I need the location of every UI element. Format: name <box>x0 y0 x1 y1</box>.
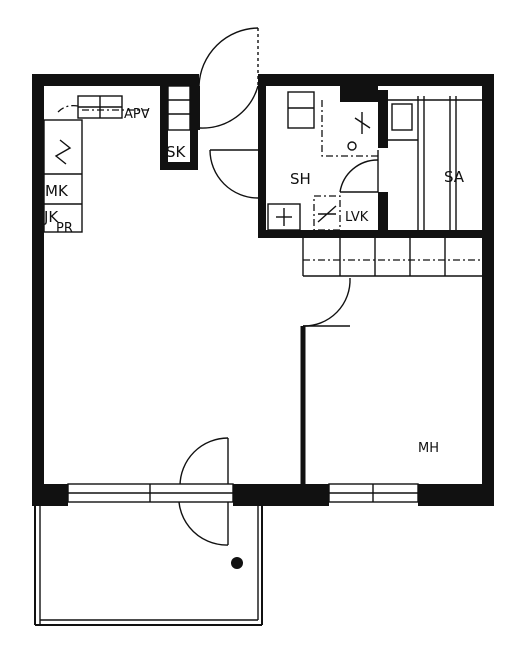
exterior-walls <box>32 74 494 506</box>
windows <box>67 483 419 503</box>
doors <box>178 27 379 546</box>
label-sa: SA <box>444 168 465 186</box>
kitchen-fittings <box>43 95 150 233</box>
label-apv: APV <box>124 107 150 122</box>
label-sh: SH <box>290 170 311 188</box>
label-jk: JK <box>43 208 59 226</box>
bathroom-fittings <box>267 91 378 231</box>
interior-partitions <box>300 238 482 486</box>
bathroom-walls <box>258 74 494 238</box>
label-mh: MH <box>418 441 439 456</box>
label-pr: PR <box>56 221 73 236</box>
sauna-benches <box>388 96 482 230</box>
balcony <box>34 506 263 626</box>
label-mk: MK <box>45 182 69 200</box>
label-sk: SK <box>166 143 187 161</box>
label-lvk: LVK <box>345 210 369 225</box>
sk-closet <box>160 85 198 170</box>
